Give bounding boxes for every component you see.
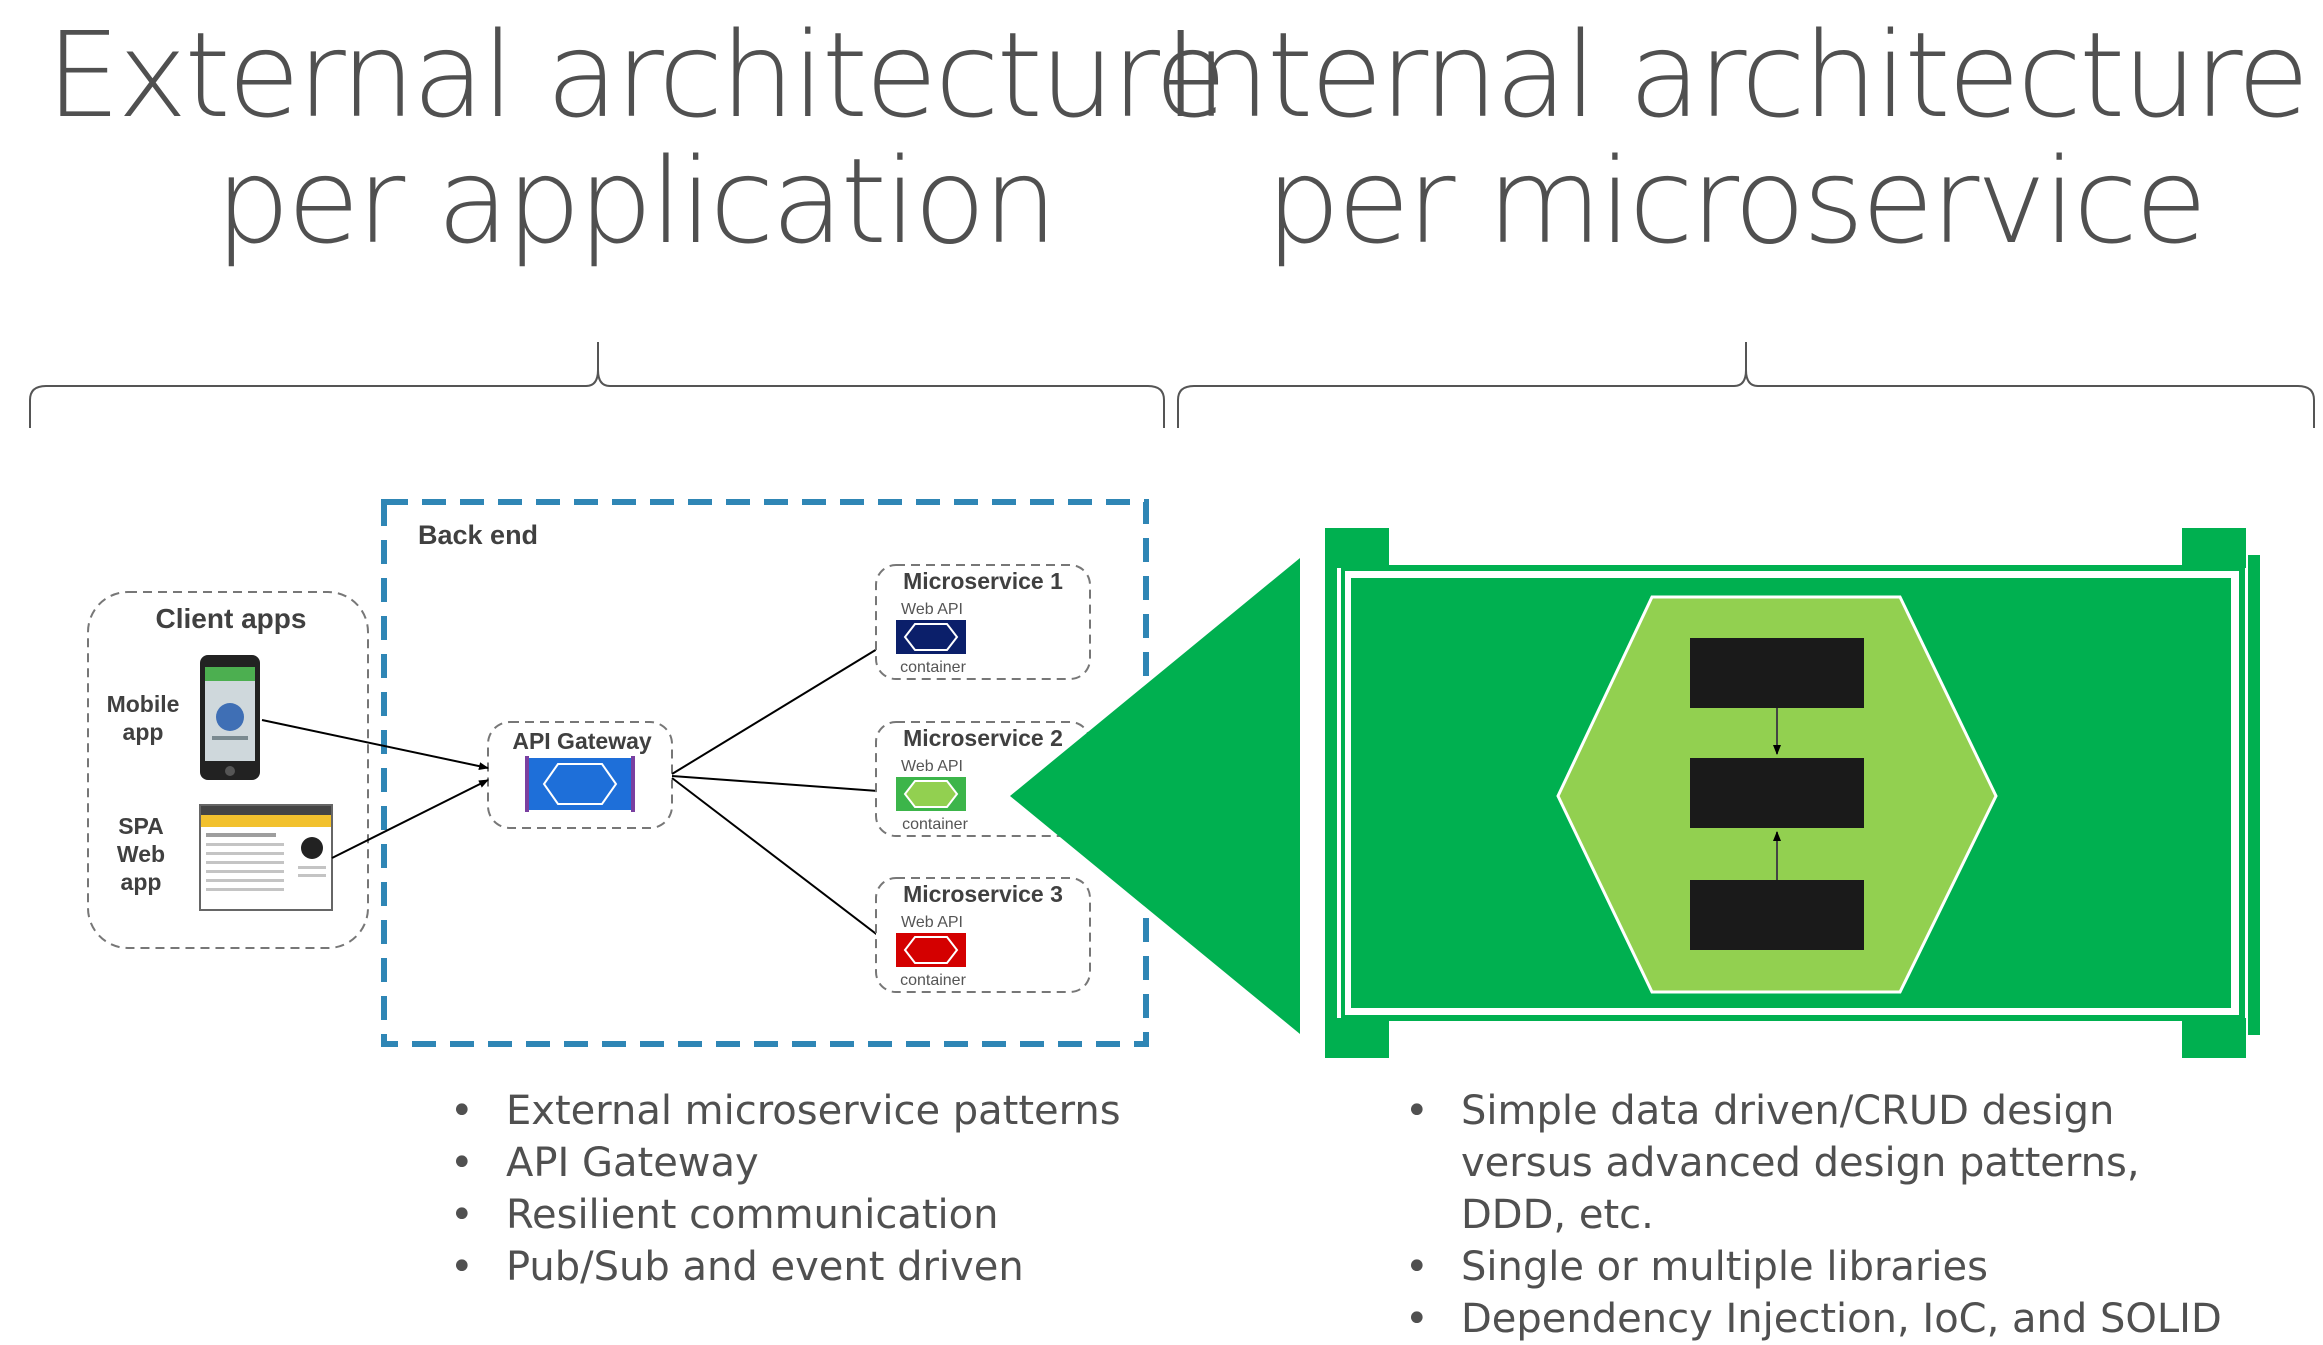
microservice-hexagon bbox=[1556, 595, 1998, 994]
arrow-spa-to-gateway bbox=[331, 779, 489, 859]
microservice-1-title: Microservice 1 bbox=[903, 568, 1063, 594]
external-bullet-item: External microservice patterns bbox=[450, 1085, 1150, 1137]
external-heading-line2: per application bbox=[215, 132, 1057, 270]
api-gateway-label: API Gateway bbox=[512, 728, 652, 754]
spa-web-app-label-line3: app bbox=[121, 869, 162, 895]
api-gateway-icon bbox=[525, 756, 635, 812]
mobile-app-label-line2: app bbox=[123, 719, 164, 745]
microservice-2-container: container bbox=[902, 816, 968, 833]
microservice-3: Microservice 3 Web API container bbox=[875, 877, 1091, 993]
internal-heading-line1: Internal architecture bbox=[1163, 6, 2309, 144]
microservice-3-title: Microservice 3 bbox=[903, 881, 1063, 907]
arrow-mobile-to-gateway bbox=[261, 719, 489, 771]
external-bullet-item: Pub/Sub and event driven bbox=[450, 1241, 1150, 1293]
external-architecture-heading: External architecture per application bbox=[0, 12, 1270, 264]
internal-bullet-list: Simple data driven/CRUD design versus ad… bbox=[1405, 1085, 2255, 1345]
internal-heading-line2: per microservice bbox=[1265, 132, 2208, 270]
client-apps-title: Client apps bbox=[156, 603, 307, 634]
layer-block-bottom bbox=[1690, 880, 1864, 950]
architecture-diagram: Back end Client apps Mobile app SPA Web … bbox=[29, 342, 2315, 1058]
layer-block-middle bbox=[1690, 758, 1864, 828]
mobile-phone-icon bbox=[200, 655, 260, 780]
internal-architecture-heading: Internal architecture per microservice bbox=[1150, 12, 2320, 264]
spa-web-app-label-line1: SPA bbox=[118, 813, 164, 839]
external-bullet-item: API Gateway bbox=[450, 1137, 1150, 1189]
internal-bullet-item: Single or multiple libraries bbox=[1405, 1241, 2255, 1293]
internal-brace bbox=[1177, 342, 2315, 428]
microservice-3-container: container bbox=[900, 972, 966, 989]
internal-bullet-item: Simple data driven/CRUD design versus ad… bbox=[1405, 1085, 2255, 1241]
web-browser-icon bbox=[199, 804, 333, 911]
mobile-app-label-line1: Mobile bbox=[107, 691, 180, 717]
external-bullet-item: Resilient communication bbox=[450, 1189, 1150, 1241]
microservice-2-webapi: Web API bbox=[901, 758, 963, 775]
microservice-2-title: Microservice 2 bbox=[903, 725, 1063, 751]
zoom-wedge bbox=[1010, 558, 1300, 1034]
backend-label: Back end bbox=[418, 520, 538, 550]
external-brace bbox=[29, 342, 1165, 428]
arrow-gateway-to-ms1 bbox=[671, 639, 893, 775]
external-bullet-list: External microservice patterns API Gatew… bbox=[450, 1085, 1150, 1293]
layer-block-top bbox=[1690, 638, 1864, 708]
arrow-gateway-to-ms3 bbox=[671, 777, 893, 947]
microservice-1-webapi: Web API bbox=[901, 601, 963, 618]
arrow-gateway-to-ms2 bbox=[671, 775, 893, 796]
microservice-1: Microservice 1 Web API container bbox=[875, 564, 1091, 680]
microservice-3-webapi: Web API bbox=[901, 914, 963, 931]
microservice-1-container: container bbox=[900, 659, 966, 676]
internal-bullet-item: Dependency Injection, IoC, and SOLID bbox=[1405, 1293, 2255, 1345]
external-heading-line1: External architecture bbox=[45, 6, 1227, 144]
spa-web-app-label-line2: Web bbox=[117, 841, 165, 867]
